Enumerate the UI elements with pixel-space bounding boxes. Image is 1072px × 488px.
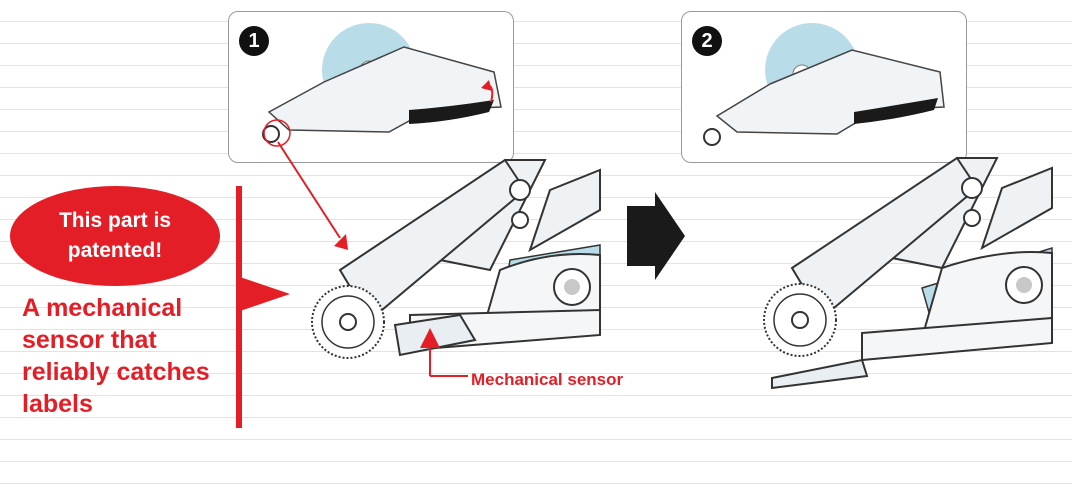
- patent-badge: This part is patented!: [10, 186, 220, 286]
- description-line-3: reliably catches: [22, 358, 210, 386]
- mechanism-closeup-2: [763, 156, 1053, 390]
- mechanical-sensor-callout: Mechanical sensor: [471, 370, 624, 389]
- feature-description: A mechanical sensor that reliably catche…: [22, 292, 232, 420]
- description-line-2: sensor that: [22, 326, 157, 354]
- step-2-badge: 2: [692, 26, 722, 56]
- pointer-triangle-icon: [240, 277, 290, 311]
- badge-line-2: patented!: [67, 239, 163, 262]
- step-2-inset: 2: [681, 11, 967, 163]
- mechanism-closeup-1: [311, 158, 601, 377]
- description-line-4: labels: [22, 390, 93, 418]
- step-1-inset: 1: [228, 11, 514, 163]
- badge-line-1: This part is: [58, 209, 172, 232]
- next-step-arrow-icon: [627, 192, 685, 280]
- labeler-illustration-step-1: [262, 23, 502, 147]
- step-1-badge: 1: [239, 26, 269, 56]
- labeler-illustration-step-2: [703, 23, 945, 146]
- red-divider-bar: [236, 186, 242, 428]
- description-line-1: A mechanical: [22, 294, 183, 322]
